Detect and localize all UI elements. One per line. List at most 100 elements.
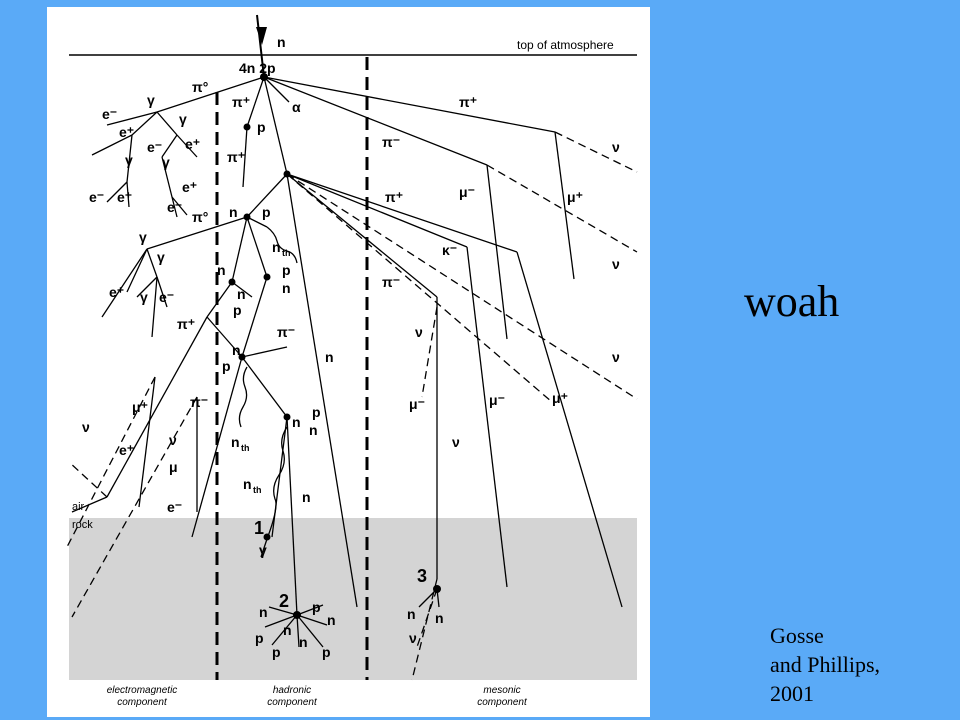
citation-line: and Phillips,	[770, 652, 881, 677]
air-label: air	[72, 501, 85, 513]
p-label: p	[312, 404, 321, 420]
component-label-mesonic-line2: component	[477, 697, 528, 708]
shower-tracks	[66, 76, 638, 681]
diagram-panel: top of atmosphere air rock electromagnet…	[47, 7, 650, 717]
nth-label: n	[243, 476, 252, 492]
eminus-label: e⁻	[159, 289, 174, 305]
component-label-em-line1: electromagnetic	[107, 685, 178, 696]
n-label: n	[232, 342, 241, 358]
th-subscript-label: th	[241, 443, 250, 453]
first-products-label: 4n 2p	[239, 60, 276, 76]
eminus-label: e⁻	[167, 199, 182, 215]
component-label-em-line2: component	[117, 697, 168, 708]
eplus-label: e⁺	[185, 136, 200, 152]
eminus-label: e⁻	[147, 139, 162, 155]
n-label: n	[283, 622, 292, 638]
n-label: n	[309, 422, 318, 438]
alpha-label: α	[292, 99, 301, 115]
piminus-label: π⁻	[190, 394, 208, 410]
particle-labels: n 4n 2p π° γ e⁻ e⁺ γ e⁻ γ γ e⁺ e⁺ e⁻ e⁺ …	[82, 34, 620, 660]
rock-region	[69, 518, 637, 680]
nu-label: ν	[612, 256, 620, 272]
citation-line: Gosse	[770, 623, 824, 648]
rock-label: rock	[72, 519, 93, 531]
gamma-label: γ	[179, 111, 187, 127]
n-label: n	[407, 606, 416, 622]
muminus-label: μ⁻	[459, 184, 475, 200]
p-label: p	[255, 630, 264, 646]
n-label: n	[327, 612, 336, 628]
th-subscript-label: th	[253, 485, 262, 495]
gamma-label: γ	[140, 289, 148, 305]
eplus-label: e⁺	[117, 189, 132, 205]
interaction-dots	[228, 73, 441, 619]
muminus-label: μ⁻	[489, 392, 505, 408]
gamma-label: γ	[157, 249, 165, 265]
piminus-label: π⁻	[277, 324, 295, 340]
nu-label: ν	[612, 139, 620, 155]
p-label: p	[257, 119, 266, 135]
incoming-n-label: n	[277, 34, 286, 50]
gamma-label: γ	[259, 542, 267, 558]
kminus-label: κ⁻	[442, 242, 457, 258]
nth-label: n	[231, 434, 240, 450]
n-label: n	[259, 604, 268, 620]
nu-label: ν	[612, 349, 620, 365]
component-label-hadronic-line2: component	[267, 697, 318, 708]
p-label: p	[272, 644, 281, 660]
citation: Gosse and Phillips, 2001	[770, 621, 880, 708]
incoming-arrow-icon	[256, 27, 267, 45]
nu-label: ν	[409, 630, 417, 646]
nth-label: n	[272, 239, 281, 255]
n-label: n	[237, 286, 246, 302]
gamma-label: γ	[162, 154, 170, 170]
p-label: p	[312, 599, 321, 615]
n-label: n	[282, 280, 291, 296]
p-label: p	[233, 302, 242, 318]
gamma-label: γ	[125, 152, 133, 168]
th-subscript-label: th	[282, 248, 291, 258]
muplus-label: μ⁺	[132, 399, 148, 415]
gamma-label: γ	[147, 92, 155, 108]
p-label: p	[322, 644, 331, 660]
number-label-2: 2	[279, 591, 289, 611]
n-label: n	[229, 204, 238, 220]
component-label-hadronic-line1: hadronic	[273, 685, 311, 696]
nu-label: ν	[169, 432, 177, 448]
piminus-label: π⁻	[382, 134, 400, 150]
eminus-label: e⁻	[167, 499, 182, 515]
n-label: n	[217, 262, 226, 278]
piplus-label: π⁺	[232, 94, 250, 110]
n-label: n	[325, 349, 334, 365]
muplus-label: μ⁺	[552, 390, 568, 406]
p-label: p	[282, 262, 291, 278]
citation-line: 2001	[770, 681, 814, 706]
n-label: n	[435, 610, 444, 626]
cosmic-ray-shower-diagram: top of atmosphere air rock electromagnet…	[66, 14, 638, 708]
eplus-label: e⁺	[109, 284, 124, 300]
muplus-label: μ⁺	[567, 189, 583, 205]
eminus-label: e⁻	[89, 189, 104, 205]
piplus-label: π⁺	[385, 189, 403, 205]
n-label: n	[292, 414, 301, 430]
gamma-label: γ	[139, 229, 147, 245]
n-label: n	[302, 489, 311, 505]
piplus-label: π⁺	[459, 94, 477, 110]
n-label: n	[299, 634, 308, 650]
eplus-label: e⁺	[182, 179, 197, 195]
piminus-label: π⁻	[382, 274, 400, 290]
p-label: p	[262, 204, 271, 220]
number-label-3: 3	[417, 566, 427, 586]
eplus-label: e⁺	[119, 124, 134, 140]
slide-title: woah	[744, 277, 840, 326]
number-label-1: 1	[254, 518, 264, 538]
nu-label: ν	[415, 324, 423, 340]
mu-label: μ	[169, 459, 178, 475]
piplus-label: π⁺	[177, 316, 195, 332]
pi0-label: π°	[192, 209, 208, 225]
nu-label: ν	[82, 419, 90, 435]
component-label-mesonic-line1: mesonic	[483, 685, 520, 696]
top-of-atmosphere-label: top of atmosphere	[517, 38, 614, 52]
eplus-label: e⁺	[119, 442, 134, 458]
nu-label: ν	[452, 434, 460, 450]
